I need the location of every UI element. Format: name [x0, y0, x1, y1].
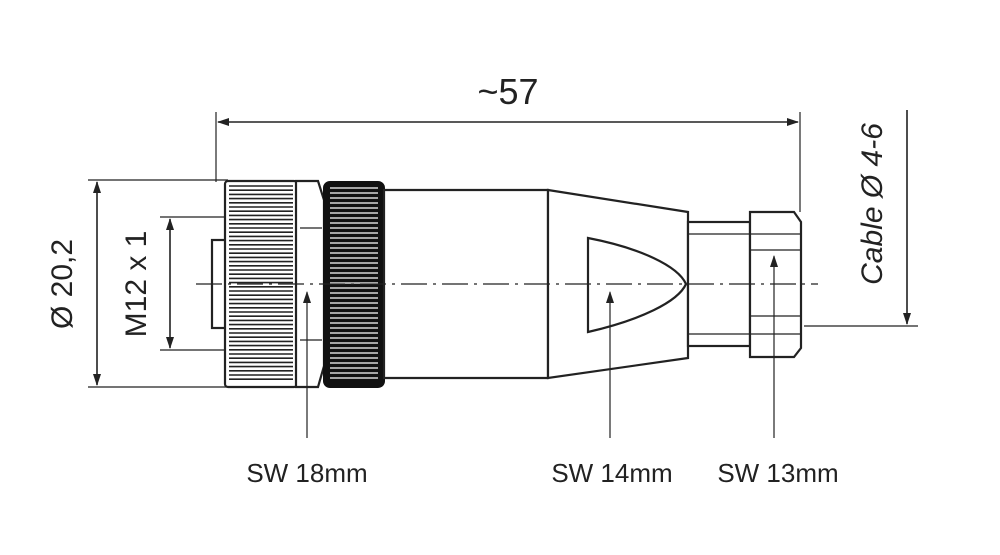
length-label: ~57 — [477, 71, 538, 112]
length-dimension: ~57 — [215, 71, 801, 212]
thread-label: M12 x 1 — [120, 231, 153, 338]
grip-ring-knurl — [330, 187, 378, 379]
sw18-label: SW 18mm — [246, 458, 367, 488]
sw14-label: SW 14mm — [551, 458, 672, 488]
sw14-callout: SW 14mm — [551, 291, 673, 488]
cable-label: Cable Ø 4-6 — [856, 123, 889, 285]
sw18-callout: SW 18mm — [246, 291, 368, 488]
diameter-label: Ø 20,2 — [46, 239, 79, 329]
diameter-dimension: Ø 20,2 — [46, 179, 228, 388]
sw13-callout: SW 13mm — [717, 255, 839, 488]
wrench-flat-14 — [586, 236, 688, 334]
coupling-nut-knurl — [229, 185, 293, 381]
sw13-label: SW 13mm — [717, 458, 838, 488]
thread-dimension: M12 x 1 — [120, 216, 230, 351]
cable-dimension: Cable Ø 4-6 — [804, 110, 918, 327]
